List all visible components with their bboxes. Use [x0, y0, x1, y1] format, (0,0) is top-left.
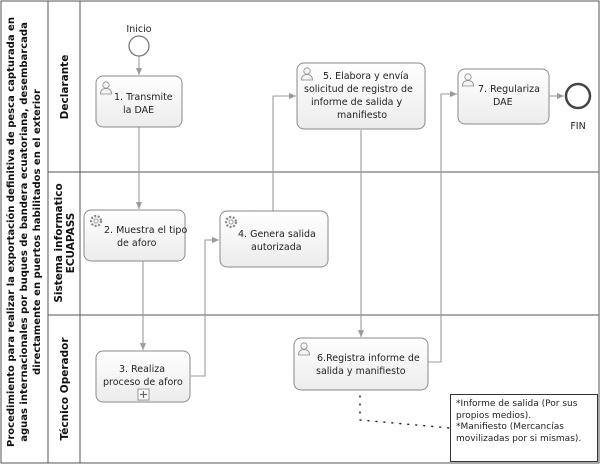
task-4-genera-salida[interactable]: 4. Genera salida autorizada [219, 210, 329, 268]
pool-title-line-2: aguas internacionales por buques de band… [19, 22, 30, 442]
text-annotation: *Informe de salida (Por sus propios medi… [450, 394, 598, 462]
user-icon [462, 73, 474, 87]
lane-sistema-line-2: ECUAPASS [65, 213, 77, 274]
task-5-line-3: informe de salida y [311, 97, 402, 108]
task-5-elabora-solicitud[interactable]: 5. Elabora y envía solicitud de registro… [296, 62, 426, 130]
user-icon [100, 81, 112, 95]
user-icon [298, 342, 310, 356]
task-2-muestra-tipo-aforo[interactable]: 2. Muestra el tipo de aforo [83, 209, 187, 262]
task-7-line-2: DAE [493, 97, 513, 108]
lane-tecnico-text: Técnico Operador [59, 337, 71, 441]
task-2-line-1: 2. Muestra el tipo [104, 225, 187, 236]
task-5-line-1: 5. Elabora y envía [323, 71, 409, 82]
annotation-line-1: *Informe de salida (Por sus [456, 399, 578, 409]
task-6-box[interactable] [293, 337, 429, 391]
task-6-line-1: 6.Registra informe de [317, 353, 420, 364]
gear-icon [89, 214, 103, 228]
task-4-line-1: 4. Genera salida [238, 229, 316, 240]
end-event[interactable] [564, 82, 592, 110]
task-7-box[interactable] [457, 68, 550, 125]
lane-label-tecnico: Técnico Operador [59, 337, 71, 441]
user-icon [301, 67, 313, 81]
task-1-line-1: 1. Transmite [114, 92, 173, 103]
pool-title: Procedimiento para realizar la exportaci… [5, 17, 43, 447]
task-4-line-2: autorizada [251, 242, 302, 253]
task-5-line-4: manifiesto [337, 110, 387, 121]
task-6-registra-informe[interactable]: 6.Registra informe de salida y manifiest… [293, 337, 429, 391]
pool-title-line-1: Procedimiento para realizar la exportaci… [5, 17, 17, 447]
task-2-box[interactable] [83, 209, 186, 262]
task-4-box[interactable] [219, 210, 329, 268]
gear-icon [224, 215, 238, 229]
task-3-line-1: 3. Realiza [119, 364, 165, 375]
subprocess-plus-icon[interactable] [137, 388, 150, 401]
annotation-line-2: propios medios). [456, 410, 532, 421]
annotation-line-3: *Manifiesto (Mercancías [456, 422, 564, 432]
end-event-label: FIN [570, 121, 585, 132]
task-6-line-2: salida y manifiesto [316, 366, 406, 377]
task-1-line-2: la DAE [123, 105, 154, 116]
task-7-regulariza-dae[interactable]: 7. Regulariza DAE [457, 68, 550, 125]
annotation-line-4: movilizadas por si mismas). [456, 433, 582, 444]
annotation-association [359, 387, 451, 429]
flow-t4-to-t5 [272, 92, 296, 211]
task-1-box[interactable] [95, 75, 183, 128]
lane-sistema-line-1: Sistema informatico [53, 183, 65, 302]
task-5-box[interactable] [296, 62, 426, 130]
task-1-transmite-dae[interactable]: 1. Transmite la DAE [95, 75, 183, 128]
lane-label-sistema: Sistema informatico ECUAPASS [53, 183, 77, 302]
task-3-box[interactable] [95, 350, 191, 403]
start-event-label: Inicio [126, 24, 151, 35]
lane-declarante-text: Declarante [59, 55, 71, 120]
task-3-realiza-aforo[interactable]: 3. Realiza proceso de aforo [95, 350, 191, 403]
flow-t6-to-t7 [428, 90, 457, 363]
task-7-line-1: 7. Regulariza [478, 84, 540, 95]
task-2-line-2: de aforo [117, 238, 157, 249]
task-5-line-2: solicitud de registro de [304, 84, 413, 95]
flow-t3-to-t4 [191, 236, 219, 377]
pool-title-line-3: directamente en puertos habilitados en e… [32, 89, 43, 375]
task-3-line-2: proceso de aforo [103, 377, 183, 388]
start-event[interactable] [128, 35, 150, 57]
lane-label-declarante: Declarante [59, 55, 71, 120]
